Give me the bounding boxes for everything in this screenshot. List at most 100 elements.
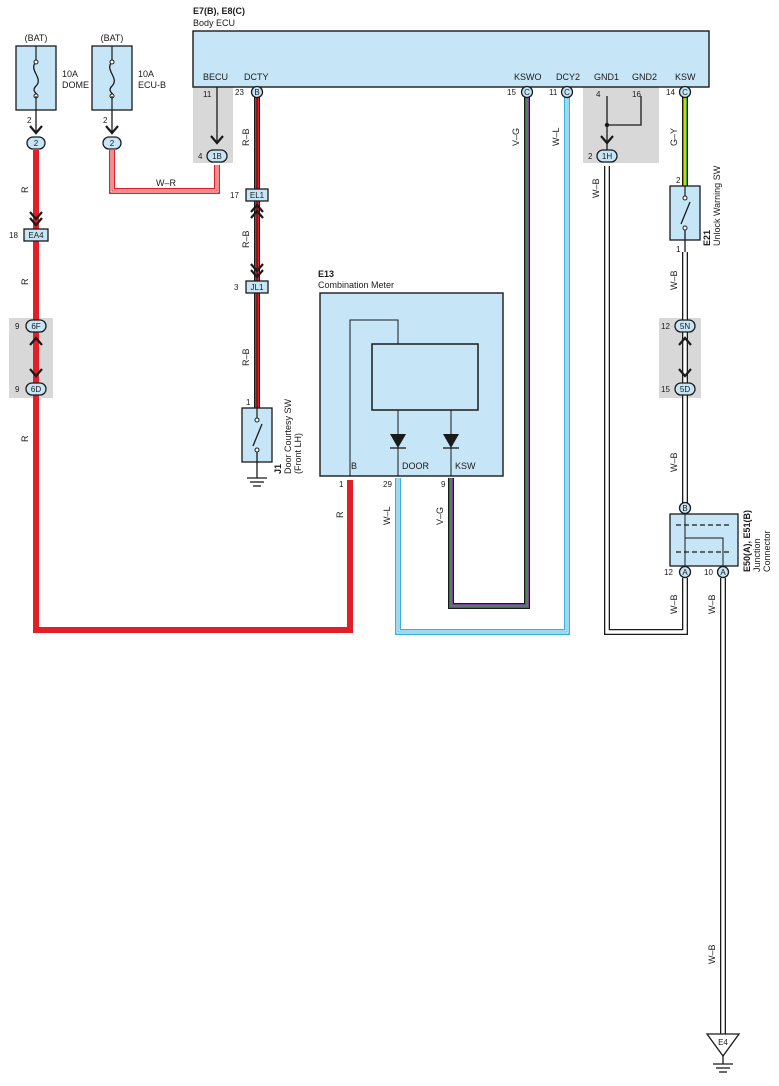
meter-terminal-ksw: KSW [455, 461, 476, 471]
svg-text:9: 9 [15, 322, 20, 331]
wire-w-r [109, 150, 220, 194]
fuse-dome-rating: 10A [62, 69, 78, 79]
wire-r [33, 150, 353, 633]
wire-label-rb1: R–B [241, 128, 251, 146]
connector-1b: 1B 4 [198, 135, 228, 163]
svg-text:2: 2 [588, 152, 593, 161]
wire-label-wb1: W–B [591, 178, 601, 198]
pin-gnd1: 4 [596, 90, 601, 99]
terminal-becu: BECU [203, 72, 228, 82]
wire-label-wb6: W–B [707, 944, 717, 964]
wire-labels: R R R R W–R R–B R–B R–B V–G V–G W–L W–L … [20, 127, 717, 964]
junction-name2: Connector [762, 530, 772, 572]
meter-pin-b: 1 [339, 480, 344, 489]
junction-pin-a10: 10 [704, 568, 713, 577]
ground-e4: E4 [705, 1033, 741, 1073]
unlock-sw-pin-top: 2 [676, 176, 681, 185]
pin-kswo: 15 [507, 88, 516, 97]
wire-label-wl2: W–L [382, 506, 392, 525]
fuse-dome-name: DOME [62, 80, 89, 90]
wire-label-r1: R [20, 186, 30, 193]
junction-pin-a10-letter: A [720, 568, 726, 577]
connector-jl1: JL1 3 [234, 263, 269, 294]
connector-ea4: EA4 18 [9, 211, 49, 242]
fuse-ecu-b-pin: 2 [103, 116, 108, 125]
meter-pin-door: 29 [383, 480, 392, 489]
door-courtesy-sub: (Front LH) [293, 433, 303, 474]
meter-terminal-b: B [351, 461, 357, 471]
body-ecu-name: Body ECU [193, 18, 235, 28]
wire-label-r3: R [20, 435, 30, 442]
pin-kswo-letter: C [524, 88, 530, 97]
pin-dcty-letter: B [254, 88, 259, 97]
door-courtesy-switch: 1 J1 Door Courtesy SW (Front LH) [241, 398, 303, 487]
pin-dcy2: 11 [549, 88, 558, 97]
svg-text:5D: 5D [680, 385, 690, 394]
fuse-ecu-b: (BAT) 10A ECU-B 2 2 [91, 33, 166, 150]
fuse-ecu-b-connector: 2 [110, 139, 115, 148]
connector-el1: EL1 17 [230, 188, 269, 219]
ground-label: E4 [718, 1038, 728, 1047]
junction-pin-a12-letter: A [682, 568, 688, 577]
connector-6f-6d: 6F 9 6D 9 [15, 319, 47, 396]
wire-label-r4: R [335, 511, 345, 518]
svg-text:3: 3 [234, 283, 239, 292]
connector-1h: 1H 2 [588, 135, 618, 163]
terminal-gnd2: GND2 [632, 72, 657, 82]
terminal-dcy2: DCY2 [556, 72, 580, 82]
door-courtesy-code: J1 [273, 464, 283, 474]
svg-text:EA4: EA4 [28, 231, 44, 240]
unlock-sw-code: E21 [702, 230, 712, 246]
wire-label-rb2: R–B [241, 230, 251, 248]
svg-text:17: 17 [230, 191, 239, 200]
junction-code: E50(A), E51(B) [742, 510, 752, 572]
wire-label-gy: G–Y [669, 128, 679, 146]
wire-label-wl1: W–L [551, 127, 561, 146]
pin-gnd2: 16 [632, 90, 641, 99]
door-courtesy-name: Door Courtesy SW [283, 398, 293, 474]
svg-text:6D: 6D [31, 385, 41, 394]
fuse-dome: (BAT) 10A DOME 2 2 [15, 33, 89, 150]
connector-5n-5d: 5N 12 5D 15 [661, 319, 696, 396]
pin-dcy2-letter: C [564, 88, 570, 97]
svg-text:4: 4 [198, 152, 203, 161]
combination-meter: E13 Combination Meter B DOOR KSW 1 29 9 [318, 269, 504, 489]
junction-connector: B A 12 A 10 E50(A), E51(B) Junction Conn… [664, 501, 772, 579]
body-ecu: E7(B), E8(C) Body ECU BECU DCTY KSWO DCY… [192, 6, 710, 88]
junction-pin-a12: 12 [664, 568, 673, 577]
svg-text:9: 9 [15, 385, 20, 394]
pin-ksw: 14 [666, 88, 675, 97]
combination-meter-name: Combination Meter [318, 280, 394, 290]
wire-v-g [448, 96, 530, 609]
body-ecu-code: E7(B), E8(C) [193, 6, 245, 16]
svg-text:18: 18 [9, 231, 18, 240]
svg-text:6F: 6F [31, 322, 40, 331]
wire-label-vg2: V–G [435, 507, 445, 525]
fuse-dome-pin: 2 [27, 116, 32, 125]
svg-text:12: 12 [661, 322, 670, 331]
pin-ksw-letter: C [682, 88, 688, 97]
terminal-kswo: KSWO [514, 72, 542, 82]
terminal-dcty: DCTY [244, 72, 269, 82]
pin-becu: 11 [203, 90, 212, 99]
svg-text:15: 15 [661, 385, 670, 394]
wire-w-l [395, 96, 570, 635]
unlock-sw-pin-bottom: 1 [676, 245, 681, 254]
fuse-dome-connector: 2 [34, 139, 39, 148]
svg-text:5N: 5N [680, 322, 690, 331]
combination-meter-code: E13 [318, 269, 334, 279]
wire-label-r2: R [20, 278, 30, 285]
fuse-dome-source: (BAT) [25, 33, 48, 43]
door-courtesy-pin: 1 [246, 398, 251, 407]
wire-label-wb2: W–B [669, 270, 679, 290]
wire-label-wr: W–R [156, 178, 177, 188]
svg-text:1H: 1H [602, 152, 612, 161]
wire-label-wb3: W–B [669, 452, 679, 472]
wire-label-vg1: V–G [511, 128, 521, 146]
shade-gnd [583, 83, 659, 163]
fuse-ecu-b-name: ECU-B [138, 80, 166, 90]
pin-dcty: 23 [235, 88, 244, 97]
svg-text:JL1: JL1 [251, 283, 264, 292]
terminal-gnd1: GND1 [594, 72, 619, 82]
